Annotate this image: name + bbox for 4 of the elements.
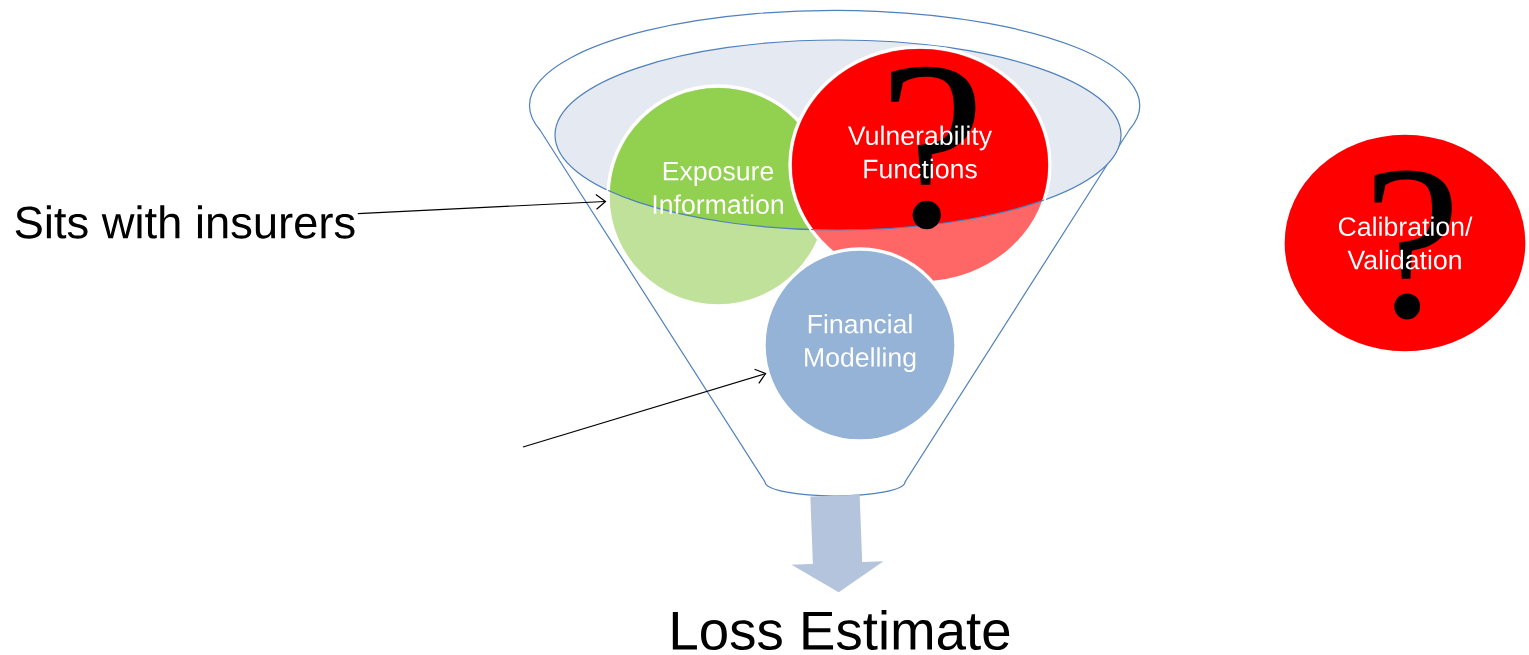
text-label: Loss Estimate	[672, 609, 1010, 651]
text-label: Sits with insurers	[15, 205, 355, 239]
leader-line	[522, 368, 767, 448]
leader-line	[357, 194, 607, 215]
